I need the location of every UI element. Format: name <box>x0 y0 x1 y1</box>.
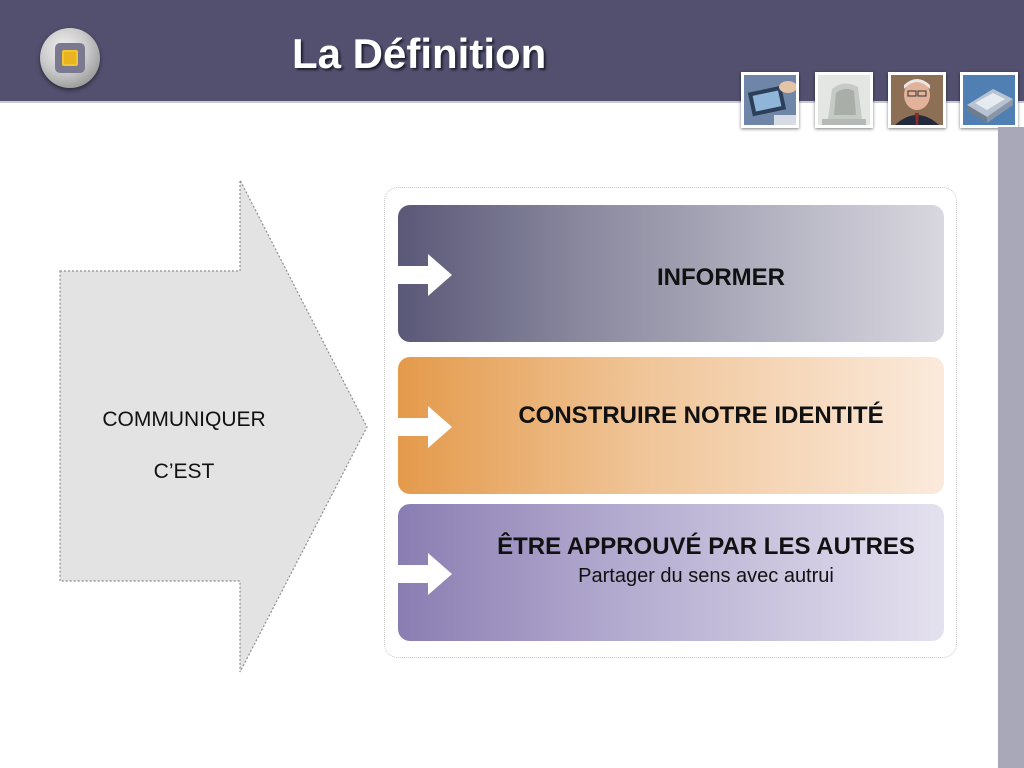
arrow-right-icon <box>398 406 452 448</box>
photo-printer-image <box>963 75 1015 125</box>
photo-printer <box>960 72 1018 128</box>
big-arrow-icon <box>59 179 368 673</box>
item-approuve: ÊTRE APPROUVÉ PAR LES AUTRES Partager du… <box>398 504 944 641</box>
item-label: ÊTRE APPROUVÉ PAR LES AUTRES <box>497 533 915 560</box>
item-construire: CONSTRUIRE NOTRE IDENTITÉ <box>398 357 944 494</box>
photo-tablet-image <box>744 75 796 125</box>
photo-tablet <box>741 72 799 128</box>
arrow-line-1: COMMUNIQUER <box>102 408 266 431</box>
big-arrow-shape <box>58 178 370 674</box>
slide-title: La Définition <box>292 30 547 77</box>
item-informer: INFORMER <box>398 205 944 342</box>
items-frame <box>384 187 957 658</box>
header-divider <box>0 101 1024 103</box>
photo-man <box>888 72 946 128</box>
item-label: CONSTRUIRE NOTRE IDENTITÉ <box>518 402 884 429</box>
logo-square-icon <box>62 50 78 66</box>
item-sublabel: Partager du sens avec autrui <box>578 565 834 587</box>
logo-button-icon <box>40 28 100 88</box>
photo-monitor-image <box>818 75 870 125</box>
item-text: ÊTRE APPROUVÉ PAR LES AUTRES Partager du… <box>478 530 934 589</box>
item-label: INFORMER <box>657 264 785 291</box>
photo-man-image <box>891 75 943 125</box>
arrow-line-2: C’EST <box>153 460 215 483</box>
arrow-text: COMMUNIQUER C’EST <box>62 408 306 484</box>
photo-monitor <box>815 72 873 128</box>
arrow-right-icon <box>398 553 452 595</box>
side-accent-bar <box>998 127 1024 768</box>
logo-inner <box>55 43 85 73</box>
arrow-right-icon <box>398 254 452 296</box>
